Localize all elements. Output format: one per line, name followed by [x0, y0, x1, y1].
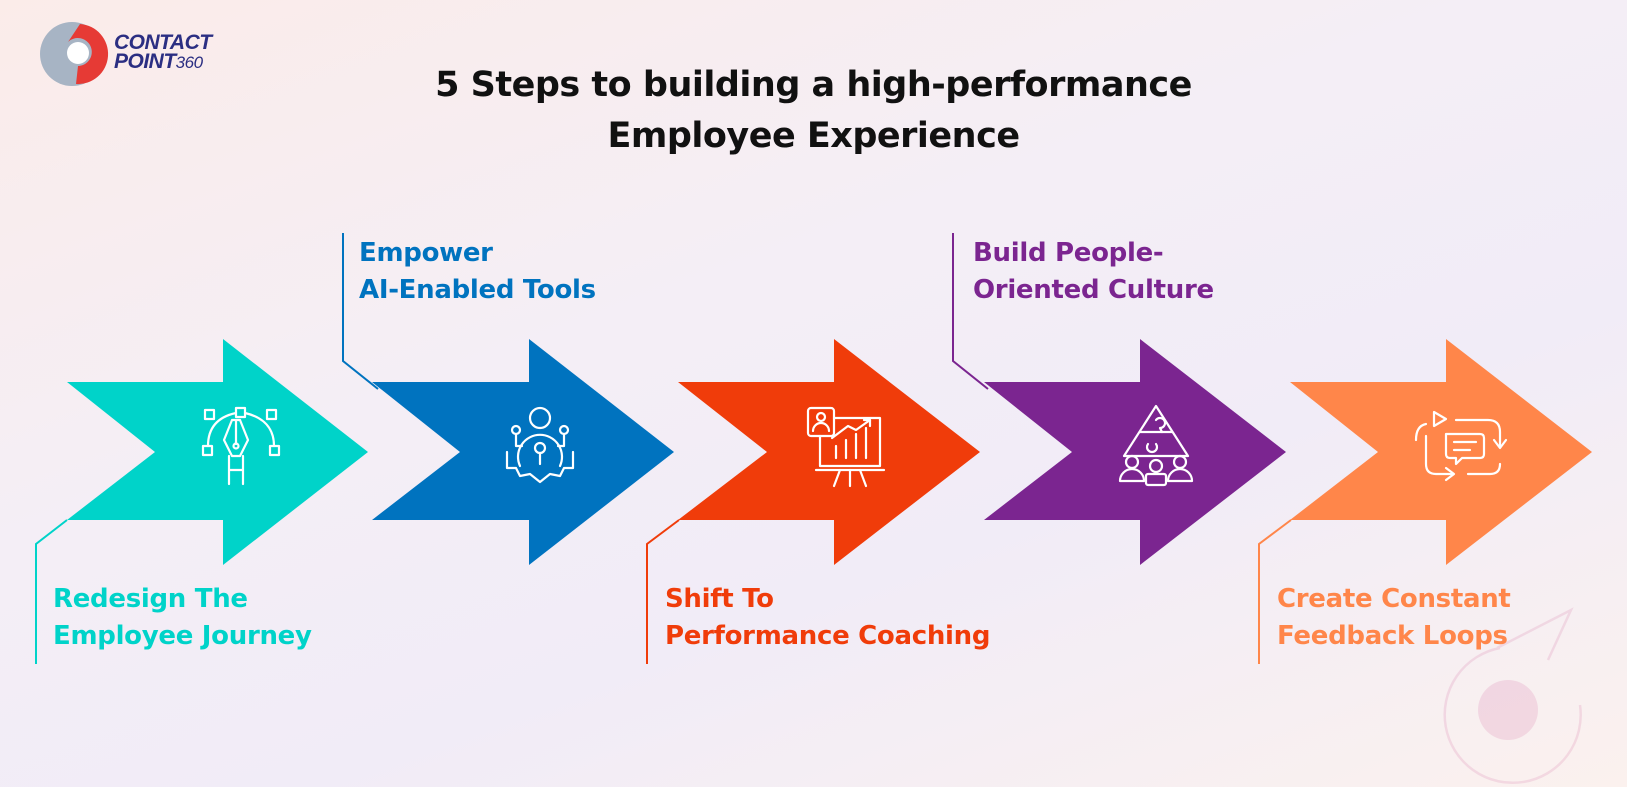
step-1-arrow [67, 339, 368, 565]
person-gear-ai-icon [505, 406, 575, 484]
step-4-label: Build People- Oriented Culture [973, 235, 1214, 309]
step-4-label-line2: Oriented Culture [973, 275, 1214, 305]
brand-wordmark: CONTACT POINT360 [114, 31, 212, 73]
page-title-line1: 5 Steps to building a high-performance [435, 65, 1192, 105]
page-title-line2: Employee Experience [607, 116, 1020, 156]
pen-tool-bezier-icon [201, 406, 281, 486]
step-4-label-line1: Build People- [973, 238, 1164, 268]
watermark-logo [1443, 607, 1582, 785]
step-5-label-line1: Create Constant [1277, 584, 1511, 614]
brand-name-line2-wrap: POINT360 [114, 50, 212, 73]
presentation-growth-chart-icon [806, 406, 886, 488]
step-1-connector [35, 519, 68, 664]
step-3-label: Shift To Performance Coaching [665, 581, 991, 655]
brand-name-line1: CONTACT [114, 31, 212, 54]
feedback-loop-icon [1414, 410, 1508, 482]
step-3-label-line1: Shift To [665, 584, 774, 614]
step-5-arrow [1290, 339, 1592, 565]
team-puzzle-icon [1118, 404, 1194, 487]
step-1-label-line1: Redesign The [53, 584, 248, 614]
step-2-label-line1: Empower [359, 238, 493, 268]
brand-name-suffix: 360 [175, 53, 203, 72]
step-2-arrow [372, 339, 674, 565]
step-5-label: Create Constant Feedback Loops [1277, 581, 1511, 655]
step-1-label-line2: Employee Journey [53, 621, 312, 651]
page-title: 5 Steps to building a high-performance E… [0, 60, 1627, 162]
step-4-arrow [984, 339, 1286, 565]
brand-logo-mark [40, 22, 109, 86]
step-1-label: Redesign The Employee Journey [53, 581, 312, 655]
step-5-connector [1258, 519, 1292, 664]
step-4-connector [952, 233, 989, 390]
step-2-connector [342, 233, 379, 390]
step-2-label: Empower AI-Enabled Tools [359, 235, 596, 309]
brand-name-line2: POINT [114, 50, 176, 73]
step-3-label-line2: Performance Coaching [665, 621, 991, 651]
step-2-label-line2: AI-Enabled Tools [359, 275, 596, 305]
step-3-connector [646, 519, 680, 664]
step-5-label-line2: Feedback Loops [1277, 621, 1508, 651]
step-3-arrow [678, 339, 980, 565]
